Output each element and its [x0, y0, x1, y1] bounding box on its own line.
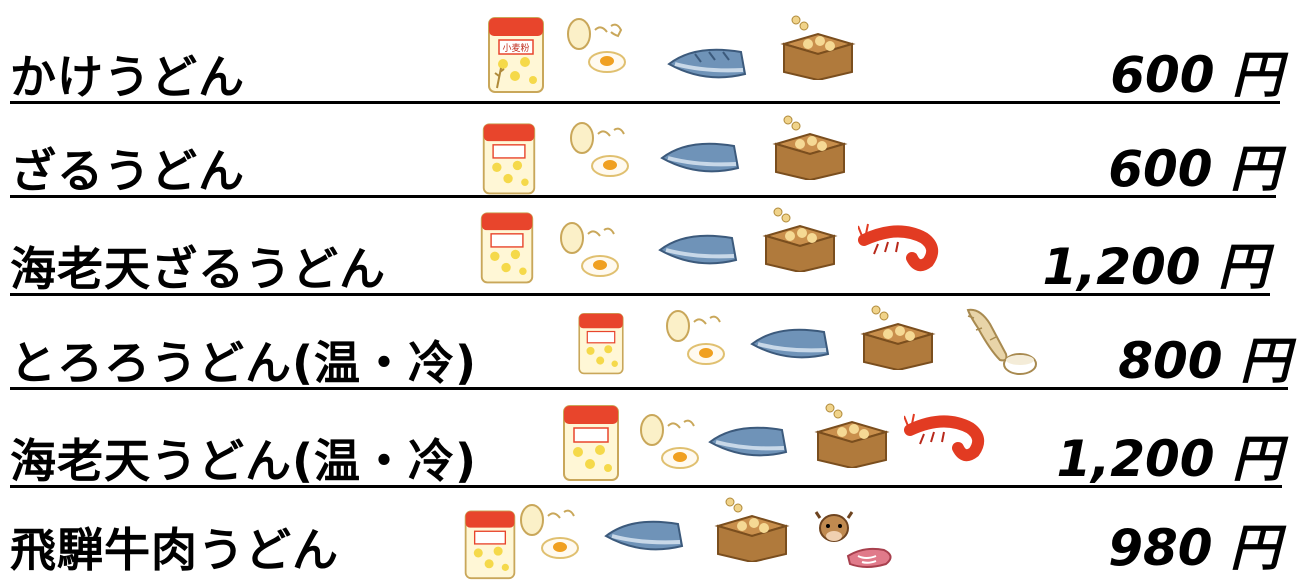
mackerel-icon: [602, 514, 686, 556]
soybean-icon: [762, 206, 838, 272]
menu-item-price: 600 円: [1108, 140, 1280, 198]
wheat-icon: [576, 304, 626, 380]
egg-icon: [638, 412, 710, 474]
menu-item-price: 800 円: [1118, 332, 1290, 390]
menu-row-zaru: ざるうどん 600 円: [0, 104, 1302, 198]
mackerel-icon: [706, 420, 790, 462]
wheat-icon: 小麦粉: [485, 12, 547, 94]
wheat-icon: [462, 506, 518, 580]
mackerel-icon: [665, 42, 749, 84]
menu-item-name: とろろうどん(温・冷): [10, 336, 478, 390]
flour-bag-label: 小麦粉: [502, 42, 529, 54]
menu-item-price: 1,200 円: [1056, 430, 1282, 488]
egg-icon: [518, 502, 590, 564]
shrimp-icon: [904, 412, 988, 462]
mackerel-icon: [748, 322, 832, 364]
row-underline: [10, 293, 1270, 296]
menu-row-tororo: とろろうどん(温・冷) 800 円: [0, 296, 1302, 390]
menu-item-price: 1,200 円: [1042, 238, 1268, 296]
shrimp-icon: [858, 222, 942, 272]
yam-icon: [960, 304, 1040, 380]
soybean-icon: [714, 496, 790, 562]
menu-item-name: 海老天ざるうどん: [10, 242, 386, 296]
menu-item-name: 海老天うどん(温・冷): [10, 434, 478, 488]
egg-icon: [568, 120, 640, 182]
row-underline: [10, 195, 1276, 198]
menu-item-name: ざるうどん: [10, 144, 245, 198]
wheat-icon: [560, 400, 622, 482]
menu-row-ebiten: 海老天うどん(温・冷) 1,200 円: [0, 390, 1302, 488]
row-underline: [10, 101, 1280, 104]
soybean-icon: [860, 304, 936, 370]
menu-item-name: 飛騨牛肉うどん: [10, 523, 339, 577]
beef-icon: [814, 506, 898, 570]
egg-icon: [664, 308, 736, 370]
soybean-icon: [814, 402, 890, 468]
soybean-icon: [772, 114, 848, 180]
soybean-icon: [780, 14, 856, 80]
menu-item-name: かけうどん: [10, 50, 245, 104]
menu-row-kake: かけうどん 小麦粉 600 円: [0, 0, 1302, 104]
menu-item-price: 600 円: [1110, 46, 1282, 104]
row-underline: [10, 485, 1282, 488]
menu-item-price: 980 円: [1108, 519, 1280, 577]
mackerel-icon: [656, 228, 740, 270]
egg-icon: [558, 220, 630, 282]
wheat-icon: [478, 206, 536, 286]
menu-row-ebiten-zaru: 海老天ざるうどん 1,200 円: [0, 198, 1302, 296]
wheat-icon: [480, 118, 538, 196]
mackerel-icon: [658, 136, 742, 178]
menu-row-hida-beef: 飛騨牛肉うどん 980 円: [0, 488, 1302, 581]
row-underline: [10, 387, 1288, 390]
egg-icon: [565, 16, 637, 78]
